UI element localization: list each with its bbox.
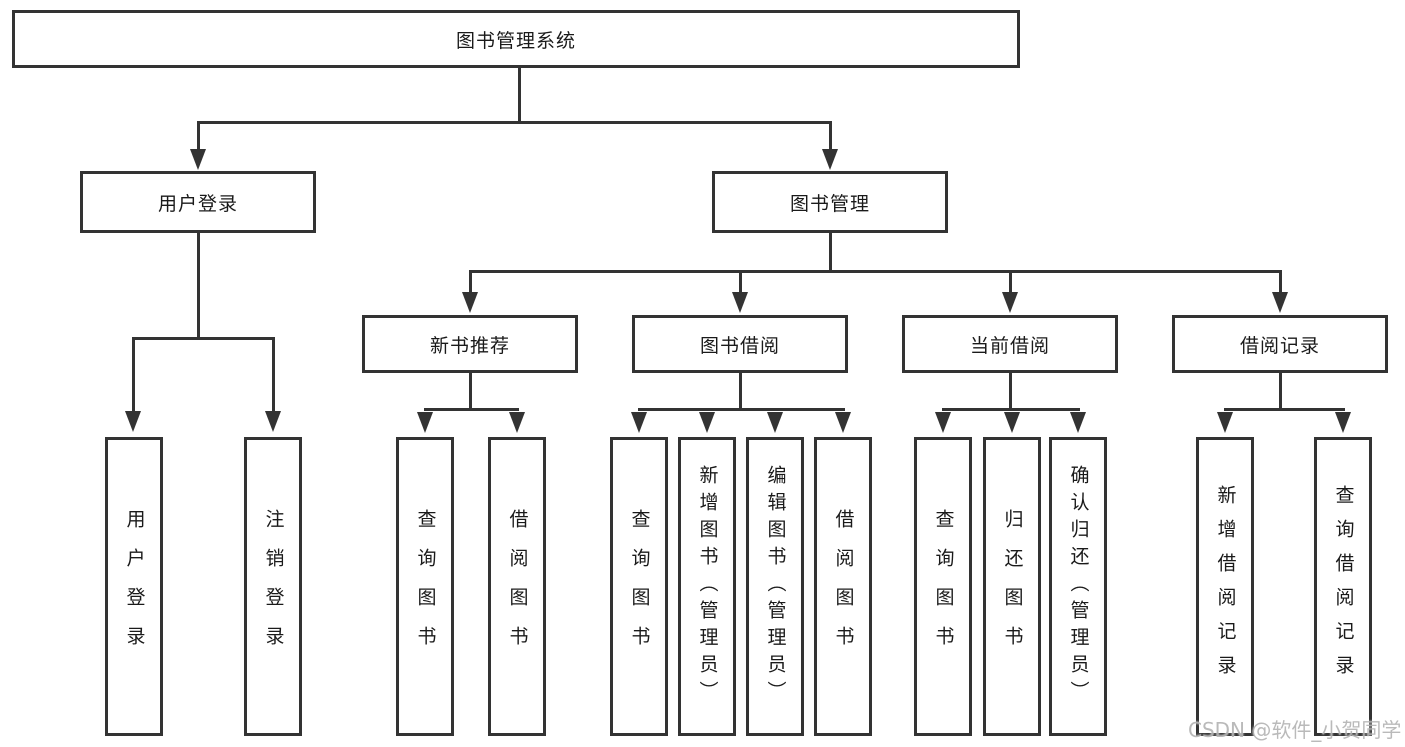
connector-line: [942, 408, 1080, 411]
leaf-query-books-recommend: 查询图书: [396, 437, 454, 736]
connector-line: [424, 408, 519, 411]
connector-line: [739, 270, 742, 294]
node-book-management: 图书管理: [712, 171, 948, 233]
arrowhead-down-icon: [1004, 412, 1020, 433]
arrowhead-down-icon: [1335, 412, 1351, 433]
connector-line: [1279, 270, 1282, 294]
node-label: 图书管理: [789, 192, 870, 215]
connector-line: [1279, 373, 1282, 408]
node-label: 新书推荐: [429, 334, 510, 357]
arrowhead-down-icon: [1272, 292, 1288, 313]
arrowhead-down-icon: [462, 292, 478, 313]
leaf-label: 归还图书: [1001, 508, 1024, 665]
connector-line: [469, 270, 1282, 273]
connector-line: [829, 233, 832, 270]
node-borrowing-records: 借阅记录: [1172, 315, 1388, 373]
node-label: 借阅记录: [1239, 334, 1320, 357]
leaf-label: 注销登录: [262, 508, 285, 665]
csdn-watermark: CSDN @软件_小贺同学: [1188, 718, 1402, 742]
leaf-label: 查询图书: [414, 508, 437, 665]
connector-line: [829, 121, 832, 151]
arrowhead-down-icon: [1217, 412, 1233, 433]
leaf-label: 确认归还（管理员）: [1067, 465, 1090, 708]
arrowhead-down-icon: [699, 412, 715, 433]
connector-line: [197, 233, 200, 337]
node-label: 当前借阅: [969, 334, 1050, 357]
leaf-label: 新增图书（管理员）: [696, 465, 719, 708]
leaf-label: 用户登录: [123, 508, 146, 665]
leaf-label: 新增借阅记录: [1214, 484, 1237, 689]
leaf-edit-books-admin: 编辑图书（管理员）: [746, 437, 804, 736]
arrowhead-down-icon: [767, 412, 783, 433]
leaf-query-books-borrowing: 查询图书: [610, 437, 668, 736]
node-current-borrowing: 当前借阅: [902, 315, 1118, 373]
arrowhead-down-icon: [732, 292, 748, 313]
connector-line: [469, 270, 472, 294]
connector-line: [469, 373, 472, 408]
connector-line: [1009, 270, 1012, 294]
leaf-label: 查询借阅记录: [1332, 484, 1355, 689]
arrowhead-down-icon: [125, 411, 141, 432]
connector-line: [638, 408, 845, 411]
leaf-add-books-admin: 新增图书（管理员）: [678, 437, 736, 736]
node-label: 图书借阅: [699, 334, 780, 357]
leaf-label: 查询图书: [932, 508, 955, 665]
leaf-query-books-current: 查询图书: [914, 437, 972, 736]
node-label: 图书管理系统: [455, 29, 576, 52]
arrowhead-down-icon: [1002, 292, 1018, 313]
leaf-query-borrow-record: 查询借阅记录: [1314, 437, 1372, 736]
arrowhead-down-icon: [265, 411, 281, 432]
connector-line: [1009, 373, 1012, 408]
connector-line: [197, 121, 832, 124]
arrowhead-down-icon: [417, 412, 433, 433]
leaf-add-borrow-record: 新增借阅记录: [1196, 437, 1254, 736]
connector-line: [518, 68, 521, 121]
arrowhead-down-icon: [190, 149, 206, 170]
connector-line: [1224, 408, 1345, 411]
connector-line: [739, 373, 742, 408]
node-new-book-recommendation: 新书推荐: [362, 315, 578, 373]
node-user-login: 用户登录: [80, 171, 316, 233]
arrowhead-down-icon: [835, 412, 851, 433]
connector-line: [272, 337, 275, 413]
leaf-return-books: 归还图书: [983, 437, 1041, 736]
arrowhead-down-icon: [1070, 412, 1086, 433]
arrowhead-down-icon: [935, 412, 951, 433]
node-book-borrowing: 图书借阅: [632, 315, 848, 373]
leaf-logout: 注销登录: [244, 437, 302, 736]
arrowhead-down-icon: [822, 149, 838, 170]
leaf-label: 编辑图书（管理员）: [764, 465, 787, 708]
leaf-borrow-books-recommend: 借阅图书: [488, 437, 546, 736]
leaf-confirm-return-admin: 确认归还（管理员）: [1049, 437, 1107, 736]
leaf-user-login: 用户登录: [105, 437, 163, 736]
connector-line: [197, 121, 200, 151]
leaf-label: 借阅图书: [506, 508, 529, 665]
node-library-management-system: 图书管理系统: [12, 10, 1020, 68]
leaf-label: 查询图书: [628, 508, 651, 665]
node-label: 用户登录: [157, 192, 238, 215]
leaf-label: 借阅图书: [832, 508, 855, 665]
connector-line: [132, 337, 275, 340]
connector-line: [132, 337, 135, 413]
arrowhead-down-icon: [509, 412, 525, 433]
arrowhead-down-icon: [631, 412, 647, 433]
leaf-borrow-books: 借阅图书: [814, 437, 872, 736]
